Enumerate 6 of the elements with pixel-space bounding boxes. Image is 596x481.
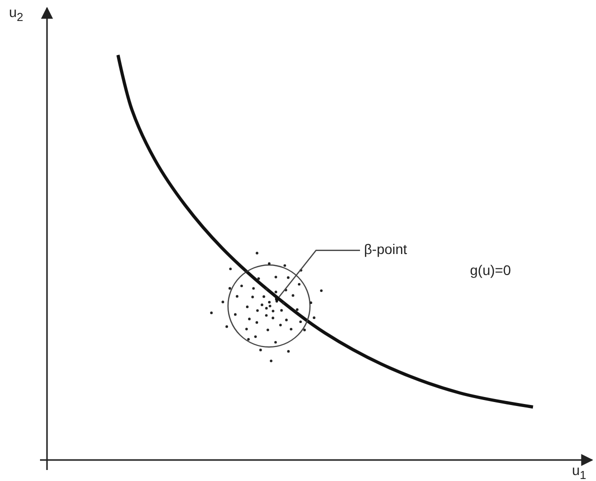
axis-label: u$_{2}$	[9, 4, 24, 25]
leader-line	[278, 250, 360, 298]
equation-label: g(u)=0	[470, 262, 511, 279]
point-label: β-point	[364, 241, 408, 258]
axis-label: u$_{1}$	[572, 462, 586, 481]
design-point	[275, 297, 279, 301]
